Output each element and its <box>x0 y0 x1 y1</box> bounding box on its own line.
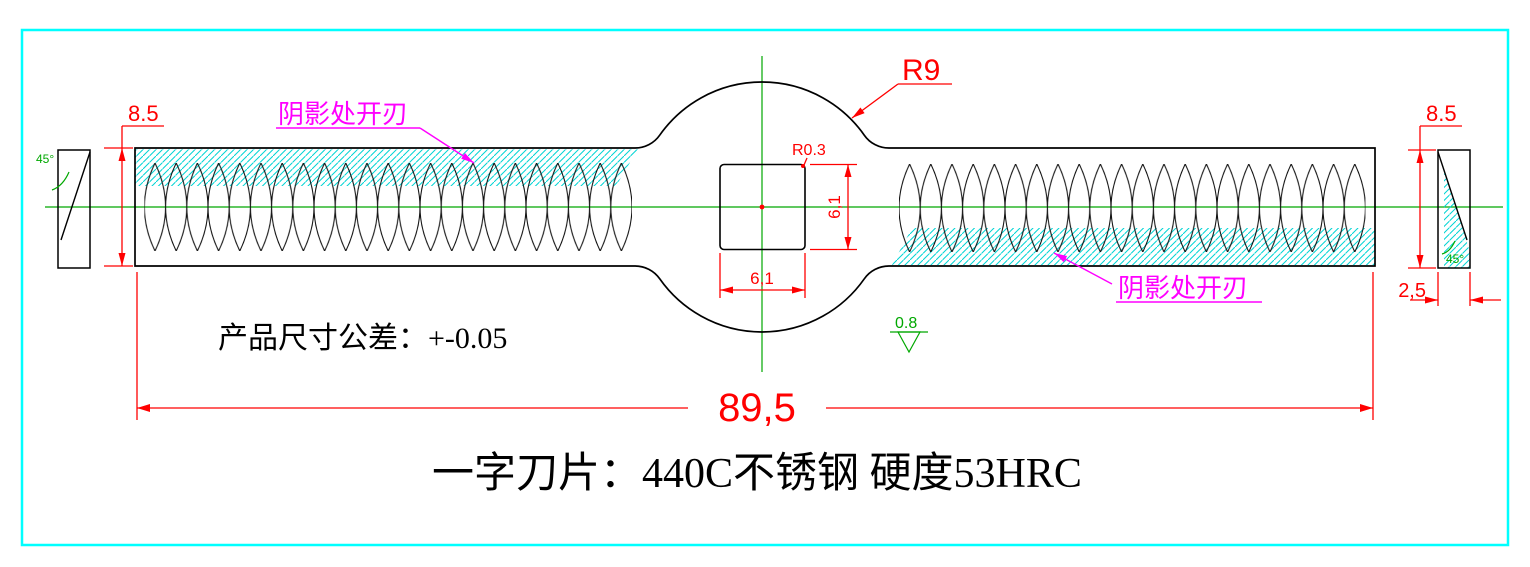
callout-text-left: 阴影处开刃 <box>278 99 408 129</box>
arrowhead <box>844 164 852 177</box>
dimension-text-corner-radius: R0.3 <box>792 142 826 159</box>
arrowhead <box>720 286 733 294</box>
end-view-left-body <box>57 149 91 269</box>
arrowhead <box>1054 253 1068 263</box>
end-view-left-chamfer-line <box>60 151 91 241</box>
dimension-hole-width: 6,1 <box>719 253 806 298</box>
chamfer-angle-label-left: 45° <box>36 152 54 166</box>
callout-sharpened-left: 阴影处开刃 <box>276 99 475 164</box>
chamfer-angle-label-right: 45° <box>1446 252 1464 266</box>
chamfer-angle-arc-left <box>51 171 70 191</box>
arrowhead <box>792 286 805 294</box>
callout-text-right: 阴影处开刃 <box>1118 273 1248 303</box>
hole-center-mark <box>759 204 765 210</box>
dimension-corner-radius: R0.3 <box>792 142 826 166</box>
dimension-text-left-height: 8.5 <box>128 101 159 126</box>
arrowhead <box>844 237 852 250</box>
arrowhead <box>1470 296 1483 304</box>
dimension-text-right-height: 8.5 <box>1426 101 1457 126</box>
dimension-text-overall-length: 89,5 <box>718 386 796 430</box>
surface-roughness-symbol: 0.8 <box>890 315 928 354</box>
end-view-right-chamfer-line <box>1437 151 1468 241</box>
arrowhead <box>852 107 865 118</box>
end-view-right-hatch <box>1444 170 1470 268</box>
arrowhead <box>1416 150 1424 163</box>
dimension-hole-height: 6,1 <box>810 163 857 251</box>
serration-row-left <box>144 163 632 251</box>
drawing-title: 一字刀片：440C不锈钢 硬度53HRC <box>432 450 1082 497</box>
chamfer-angle-arc-right <box>1441 240 1456 255</box>
roughness-triangle-icon <box>896 331 922 354</box>
drawing-frame-border <box>20 28 1510 547</box>
arrowhead <box>118 253 126 266</box>
end-view-right-body <box>1437 149 1471 269</box>
arrowhead <box>118 148 126 161</box>
callout-sharpened-right: 阴影处开刃 <box>1053 252 1262 303</box>
end-view-left: 45° <box>36 149 91 269</box>
arrowhead <box>461 153 474 163</box>
roughness-value: 0.8 <box>895 315 917 332</box>
end-view-right: 45° <box>1437 149 1471 269</box>
dimension-overall-length: 89,5 <box>136 272 1374 430</box>
dimension-end-thickness: 2,5 <box>1398 272 1501 306</box>
arrowhead <box>1416 255 1424 268</box>
dimension-left-height: 8.5 <box>104 101 164 267</box>
dimension-right-height: 8.5 <box>1408 101 1462 269</box>
arrowhead <box>1425 296 1438 304</box>
blade-outline <box>134 81 1376 333</box>
serration-row-right <box>899 164 1366 252</box>
arrowhead <box>137 404 150 412</box>
tolerance-note: 产品尺寸公差：+-0.05 <box>218 322 507 355</box>
arrowhead <box>1360 404 1373 412</box>
serrations <box>144 163 1366 252</box>
dimension-text-boss-radius: R9 <box>902 54 940 87</box>
dimension-text-hole-width: 6,1 <box>750 269 774 288</box>
dimension-boss-radius: R9 <box>851 54 952 119</box>
square-center-hole <box>719 163 806 251</box>
dimension-text-hole-height: 6,1 <box>825 195 844 219</box>
dimension-text-end-thickness: 2,5 <box>1398 280 1426 302</box>
